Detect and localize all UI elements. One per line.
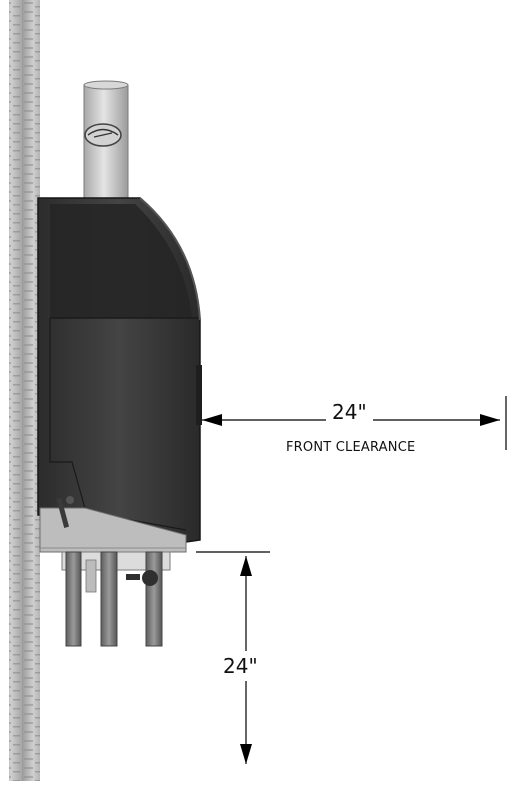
arrow-up-icon bbox=[240, 556, 252, 576]
arrow-down-icon bbox=[240, 744, 252, 764]
top-flue-pipe bbox=[83, 80, 129, 200]
bottom-clearance-value: 24" bbox=[223, 651, 258, 681]
front-clearance-caption: FRONT CLEARANCE bbox=[286, 440, 416, 455]
wall bbox=[9, 0, 40, 781]
arrow-right-icon bbox=[480, 414, 500, 426]
bottom-pipes bbox=[61, 551, 171, 647]
front-clearance-value: 24" bbox=[326, 400, 373, 424]
arrow-left-icon bbox=[202, 414, 222, 426]
heater-housing bbox=[37, 197, 202, 543]
mounting-bracket bbox=[39, 496, 187, 553]
bottom-clearance-dimension bbox=[196, 551, 270, 764]
